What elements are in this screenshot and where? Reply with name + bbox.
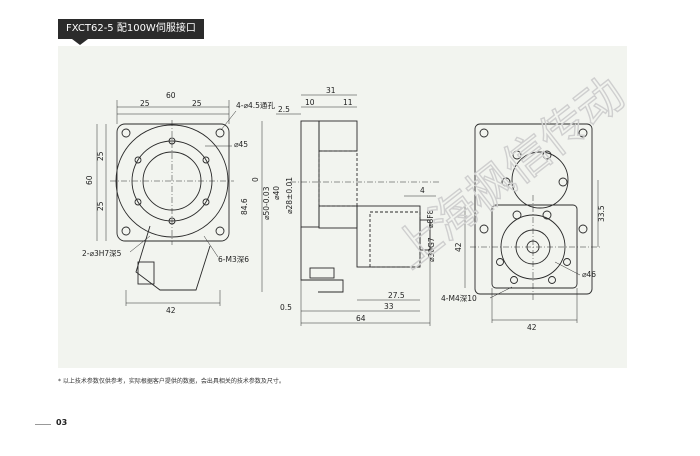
dim-side-05: 0.5 [280,303,292,312]
dim-side-27: 27.5 [388,291,405,300]
dim-side-bore-28: ⌀28±0.01 [285,177,294,214]
thread-hole [134,156,142,164]
side-body-lower [318,205,358,229]
callout-bolt-circle: ⌀45 [234,140,248,149]
corner-hole [121,128,131,138]
rear-corner-hole [578,224,588,234]
callout-threads: 6-M3深6 [218,255,249,264]
callout-pin-holes: 2-⌀3H7深5 [82,249,122,258]
dim-side-top-left: 10 [305,98,315,107]
dim-side-top: 31 [326,86,336,95]
dim-side-bore-50: ⌀50-0.03 [262,186,271,220]
rear-motor-plate [491,204,578,289]
rear-upper-circle [511,151,569,209]
rear-thread-hole [558,177,568,187]
rear-flange-outline [474,123,593,295]
rear-corner-hole [479,224,489,234]
front-connector-plug [137,261,155,285]
side-body-core [318,150,358,207]
motor-hole [563,258,571,266]
rear-thread-hole [501,177,511,187]
dim-rear-offset: 33.5 [597,205,606,222]
callout-rear-circle: ⌀46 [582,270,596,279]
thread-hole [202,198,210,206]
section-title-tab: FXCT62-5 配100W伺服接口 [58,19,204,39]
corner-hole [215,128,225,138]
rear-thread-hole [542,150,552,160]
front-flange-outline [116,123,230,242]
side-shaft [419,219,431,251]
dim-side-shaft-dia: ⌀8F8 [426,209,435,228]
dim-side-shaft-offset: 4 [420,186,425,195]
dim-side-step: 2.5 [278,105,290,114]
rear-thread-hole [542,210,552,220]
dim-front-lower: 25 [96,201,105,211]
dim-side-bore-40: ⌀40 [272,186,281,200]
side-connector-plug [309,267,335,279]
side-body-top [318,120,358,152]
title-tab-pointer [72,39,88,45]
dim-front-height: 60 [85,175,94,185]
dim-rear-bottom: 42 [527,323,537,332]
callout-through-holes: 4-⌀4.5通孔 [236,100,275,110]
rear-view [464,123,600,323]
dim-front-bottom: 42 [166,306,176,315]
dim-side-height: 84.6 [240,198,249,215]
side-body-left [300,120,320,228]
corner-hole [121,226,131,236]
corner-hole [215,226,225,236]
rear-corner-hole [479,128,489,138]
page-number: 03 [56,418,68,427]
rear-corner-hole [578,128,588,138]
page-number-rule [35,424,51,425]
motor-hole [510,276,518,284]
rear-thread-hole [512,150,522,160]
motor-hole [496,258,504,266]
callout-rear-threads: 4-M4深10 [441,294,477,303]
footnote: * 以上技术参数仅供参考，实际根据客户提供的数据，会出具相关的技术参数及尺寸。 [58,378,285,385]
dim-side-spigot: ⌀30G7 [427,237,436,262]
front-connector-body [135,225,211,291]
rear-thread-hole [512,210,522,220]
dim-front-half-right: 25 [192,99,202,108]
front-view [96,100,237,306]
thread-hole [134,198,142,206]
dim-front-width: 60 [166,91,176,100]
dim-side-33: 33 [384,302,394,311]
dim-front-upper: 25 [96,151,105,161]
dim-side-64: 64 [356,314,366,323]
thread-hole [202,156,210,164]
motor-hole [548,276,556,284]
side-view [261,94,440,326]
dim-front-half-left: 25 [140,99,150,108]
dim-side-zero: 0 [251,177,260,182]
side-connector [300,227,344,293]
dim-side-top-right: 11 [343,98,353,107]
dim-rear-height: 42 [454,242,463,252]
